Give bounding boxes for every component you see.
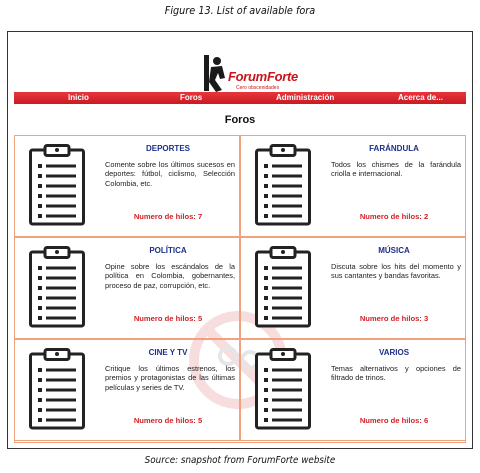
forum-name[interactable]: MÚSICA — [378, 246, 410, 255]
forum-description: Critique los últimos estrenos, los premi… — [105, 364, 235, 392]
forum-description: Todos los chismes de la farándula crioll… — [331, 160, 461, 179]
forum-name[interactable]: FARÁNDULA — [369, 144, 419, 153]
forum-description: Temas alternativos y opciones de filtrad… — [331, 364, 461, 383]
forum-thread-count: Numero de hilos: 5 — [133, 416, 203, 425]
forum-card[interactable]: MÚSICA Discuta sobre los hits del momento… — [240, 237, 466, 339]
nav-administracion[interactable]: Administración — [276, 93, 335, 102]
clipboard-list-icon — [255, 348, 311, 435]
forum-card[interactable]: POLÍTICA Opine sobre los escándalos de la… — [14, 237, 240, 339]
site-logo[interactable]: ForumForte Cero obscenidades — [198, 52, 318, 94]
forum-thread-count: Numero de hilos: 3 — [359, 314, 429, 323]
logo-name: ForumForte — [228, 69, 298, 84]
main-nav: Inicio Foros Administración Acerca de... — [14, 92, 466, 104]
forum-card[interactable]: VARIOS Temas alternativos y opciones de f… — [240, 339, 466, 441]
clipboard-list-icon — [29, 144, 85, 231]
forum-card[interactable]: DEPORTES Comente sobre los últimos suceso… — [14, 135, 240, 237]
nav-acerca-de[interactable]: Acerca de... — [398, 93, 443, 102]
clipboard-list-icon — [255, 144, 311, 231]
forum-name[interactable]: CINE Y TV — [148, 348, 188, 357]
forum-thread-count: Numero de hilos: 7 — [133, 212, 203, 221]
figure-source: Source: snapshot from ForumForte website — [144, 455, 336, 466]
forum-description: Opine sobre los escándalos de la polític… — [105, 262, 235, 290]
forum-name[interactable]: VARIOS — [378, 348, 410, 357]
logo-tagline: Cero obscenidades — [236, 85, 280, 91]
figure-caption: Figure 13. List of available fora — [164, 4, 316, 17]
nav-inicio[interactable]: Inicio — [68, 93, 89, 102]
forum-card[interactable]: FARÁNDULA Todos los chismes de la farándu… — [240, 135, 466, 237]
clipboard-list-icon — [255, 246, 311, 333]
forum-name[interactable]: DEPORTES — [145, 144, 190, 153]
forum-thread-count: Numero de hilos: 2 — [359, 212, 429, 221]
forum-thread-count: Numero de hilos: 5 — [133, 314, 203, 323]
clipboard-list-icon — [29, 246, 85, 333]
forum-page-screenshot: ForumForte Cero obscenidades Inicio Foro… — [7, 31, 473, 449]
forum-card[interactable]: CINE Y TV Critique los últimos estrenos, … — [14, 339, 240, 441]
forum-description: Discuta sobre los hits del momento y sus… — [331, 262, 461, 281]
forum-description: Comente sobre los últimos sucesos en dep… — [105, 160, 235, 188]
logo-figure-icon — [198, 55, 228, 94]
clipboard-list-icon — [29, 348, 85, 435]
page-title: Foros — [224, 114, 256, 126]
forum-name[interactable]: POLÍTICA — [149, 246, 187, 255]
forum-thread-count: Numero de hilos: 6 — [359, 416, 429, 425]
nav-foros[interactable]: Foros — [180, 93, 203, 102]
